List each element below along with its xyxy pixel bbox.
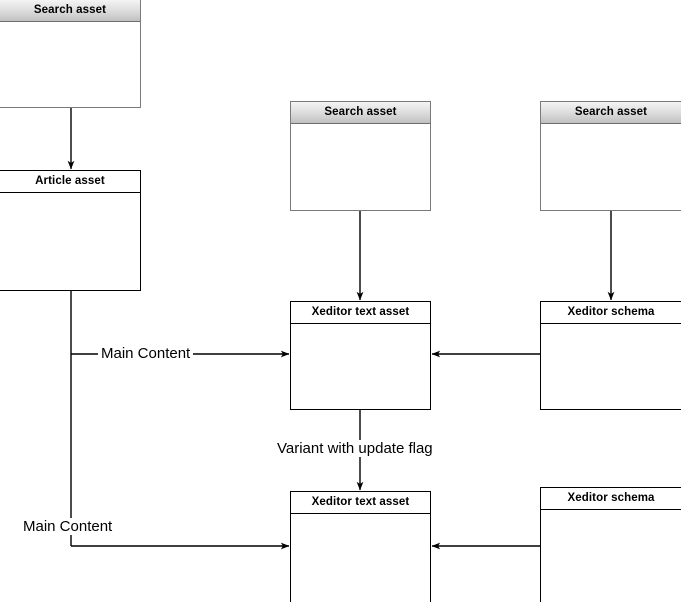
node-xeditor-schema-middle[interactable]: Xeditor schema [540,301,681,410]
node-body-xeditor-schema-bottom [541,510,681,602]
node-xeditor-text-asset-bottom[interactable]: Xeditor text asset [290,491,431,602]
edge-article-to-text-asset-middle [70,291,290,546]
node-search-asset-top-left[interactable]: Search asset [0,0,141,108]
node-xeditor-text-asset-middle[interactable]: Xeditor text asset [290,301,431,410]
node-body-xeditor-schema-middle [541,324,681,409]
node-body-search-asset-right [541,124,681,210]
node-body-xeditor-text-asset-bottom [291,514,430,602]
node-title-xeditor-schema-bottom: Xeditor schema [541,488,681,510]
node-title-search-asset-right: Search asset [541,102,681,124]
edge-label-main-content-upper: Main Content [98,345,194,362]
node-title-xeditor-schema-middle: Xeditor schema [541,302,681,324]
node-title-xeditor-text-asset-bottom: Xeditor text asset [291,492,430,514]
node-title-article-asset: Article asset [0,171,140,193]
node-search-asset-middle[interactable]: Search asset [290,101,431,211]
node-body-search-asset-middle [291,124,430,210]
edge-label-main-content-lower: Main Content [20,518,116,535]
node-title-search-asset-middle: Search asset [291,102,430,124]
node-search-asset-right[interactable]: Search asset [540,101,681,211]
node-article-asset[interactable]: Article asset [0,170,141,291]
node-title-search-asset-top-left: Search asset [0,0,140,22]
node-body-search-asset-top-left [0,22,140,107]
node-title-xeditor-text-asset-middle: Xeditor text asset [291,302,430,324]
node-xeditor-schema-bottom[interactable]: Xeditor schema [540,487,681,602]
node-body-article-asset [0,193,140,290]
edge-label-variant-with-update-flag: Variant with update flag [274,440,436,457]
node-body-xeditor-text-asset-middle [291,324,430,409]
